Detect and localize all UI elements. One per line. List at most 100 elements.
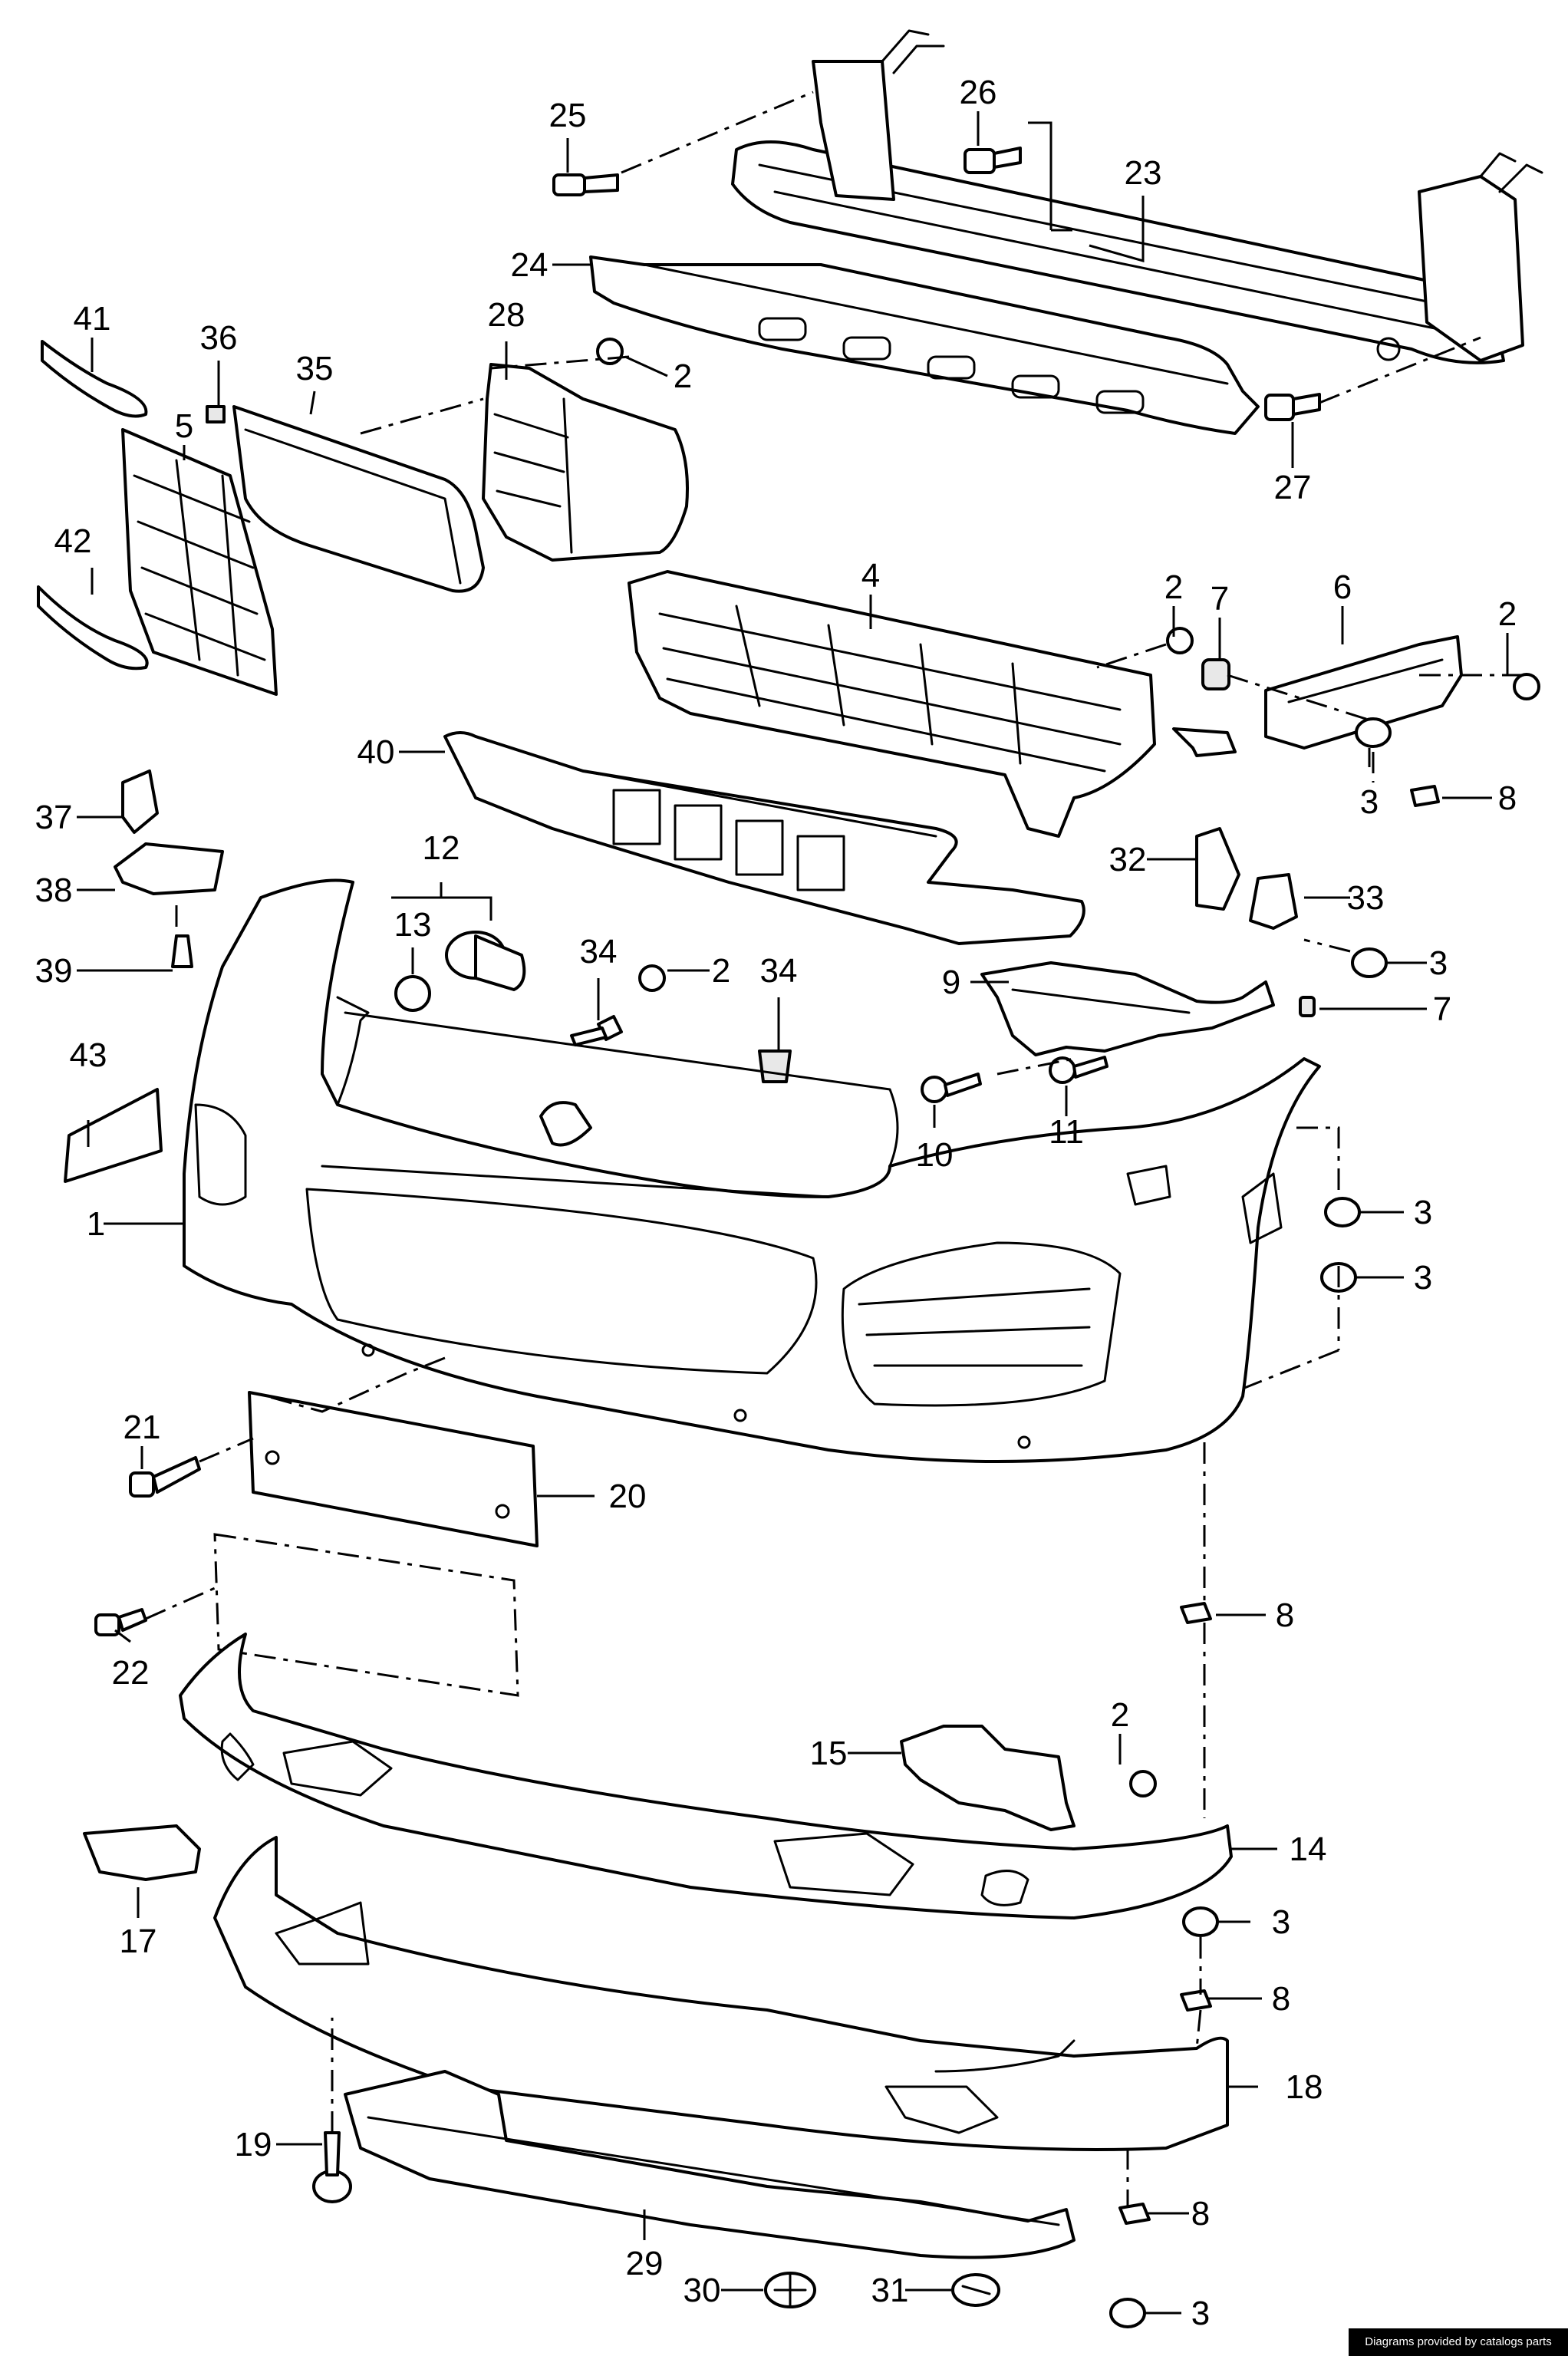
callout-24: 24 <box>511 246 548 284</box>
part-12-parking-sensor <box>445 931 526 991</box>
callout-8: 8 <box>1498 779 1517 817</box>
callout-28: 28 <box>488 296 525 334</box>
part-35-air-guide <box>232 405 485 593</box>
callout-5: 5 <box>175 407 193 445</box>
callout-3: 3 <box>1429 944 1448 982</box>
part-7-pin <box>1201 658 1316 1017</box>
callout-26: 26 <box>960 74 997 111</box>
callout-3: 3 <box>1191 2295 1210 2332</box>
callout-32: 32 <box>1109 841 1147 878</box>
part-18-lower-valance <box>213 1836 1229 2151</box>
callout-27: 27 <box>1274 469 1312 506</box>
part-27-bolt <box>1264 393 1321 421</box>
part-34-clip-left <box>570 1015 623 1046</box>
callout-3: 3 <box>1360 783 1379 821</box>
part-37-bracket <box>121 769 159 834</box>
callout-3: 3 <box>1272 1903 1290 1941</box>
callout-numbers: 1 2 2 2 2 2 3 3 3 3 3 3 4 5 6 7 7 8 8 8 … <box>35 74 1517 2332</box>
part-31-clip <box>951 2273 1000 2307</box>
callout-29: 29 <box>626 2245 664 2282</box>
part-32-bracket <box>1195 827 1240 911</box>
callout-33: 33 <box>1347 879 1385 917</box>
callout-3: 3 <box>1414 1259 1432 1297</box>
callout-7: 7 <box>1433 990 1451 1028</box>
part-11-screw <box>1049 1056 1108 1084</box>
callout-11: 11 <box>1049 1113 1084 1151</box>
part-28-air-duct <box>482 363 689 562</box>
callout-20: 20 <box>609 1478 647 1515</box>
part-9-bracket <box>980 961 1275 1056</box>
part-1-bumper-cover <box>183 878 1321 1463</box>
part-26-bolt <box>964 147 1022 174</box>
callout-1: 1 <box>87 1205 105 1243</box>
callout-18: 18 <box>1286 2068 1323 2106</box>
callout-39: 39 <box>35 952 73 990</box>
part-34-clip-right <box>758 1049 792 1083</box>
callout-2: 2 <box>712 952 730 990</box>
part-36-clip <box>206 405 226 423</box>
leader-lines <box>77 111 1509 2315</box>
plate-mount-outline <box>213 1533 519 1697</box>
part-6-bracket <box>1172 635 1463 757</box>
part-14-spoiler <box>179 1633 1233 1919</box>
part-42-trim-strip <box>37 585 149 671</box>
callout-4: 4 <box>861 557 880 595</box>
alignment-lines <box>145 91 1527 2206</box>
callout-8: 8 <box>1276 1596 1294 1634</box>
callout-15: 15 <box>810 1735 848 1772</box>
callout-13: 13 <box>394 906 432 944</box>
part-24-impact-absorber <box>589 255 1260 435</box>
part-22-screw <box>94 1608 147 1636</box>
part-29-undertray <box>344 2070 1076 2259</box>
part-10-screw <box>921 1073 982 1103</box>
part-3-screw <box>1109 717 1392 2328</box>
callout-30: 30 <box>684 2272 721 2309</box>
callout-17: 17 <box>120 1923 157 1960</box>
callout-35: 35 <box>296 350 334 387</box>
part-20-license-plate-holder <box>248 1391 539 1547</box>
callout-9: 9 <box>942 964 960 1001</box>
callout-23: 23 <box>1125 154 1162 192</box>
part-33-bracket <box>1249 873 1298 930</box>
callout-41: 41 <box>74 300 111 338</box>
callout-38: 38 <box>35 872 73 909</box>
callout-8: 8 <box>1191 2195 1210 2232</box>
callout-2: 2 <box>674 358 692 395</box>
callout-2: 2 <box>1498 595 1517 633</box>
part-23-bumper-carrier <box>731 29 1543 364</box>
part-8-nut <box>1118 785 1440 2225</box>
callout-2: 2 <box>1164 568 1183 606</box>
part-21-screw <box>129 1456 201 1498</box>
callout-21: 21 <box>124 1409 161 1446</box>
callout-22: 22 <box>112 1654 150 1692</box>
callout-8: 8 <box>1272 1980 1290 2018</box>
callout-14: 14 <box>1290 1830 1327 1868</box>
callout-43: 43 <box>70 1036 107 1074</box>
part-4-center-grille <box>628 570 1156 838</box>
callout-40: 40 <box>357 733 395 771</box>
part-38-bracket <box>114 842 224 895</box>
part-43-reflector <box>64 1088 163 1183</box>
part-39-screw <box>171 934 193 968</box>
footer-credit: Diagrams provided by catalogs parts <box>1349 2328 1568 2356</box>
part-25-bolt <box>552 173 619 196</box>
callout-6: 6 <box>1333 568 1352 606</box>
part-13-ring <box>394 975 431 1012</box>
callout-36: 36 <box>200 319 238 357</box>
callout-25: 25 <box>549 97 587 134</box>
callout-34: 34 <box>760 952 798 990</box>
part-15-bracket <box>900 1725 1076 1831</box>
callout-42: 42 <box>54 522 92 560</box>
callout-37: 37 <box>35 799 73 836</box>
part-5-side-grille <box>121 428 278 696</box>
callout-10: 10 <box>916 1136 954 1174</box>
callout-31: 31 <box>871 2272 909 2309</box>
callout-3: 3 <box>1414 1194 1432 1231</box>
part-40-bumper-support <box>443 731 1085 945</box>
callout-19: 19 <box>235 2126 272 2163</box>
callout-12: 12 <box>423 829 460 867</box>
callout-7: 7 <box>1211 580 1229 618</box>
callout-2: 2 <box>1111 1696 1129 1734</box>
part-41-trim-strip <box>41 340 148 418</box>
